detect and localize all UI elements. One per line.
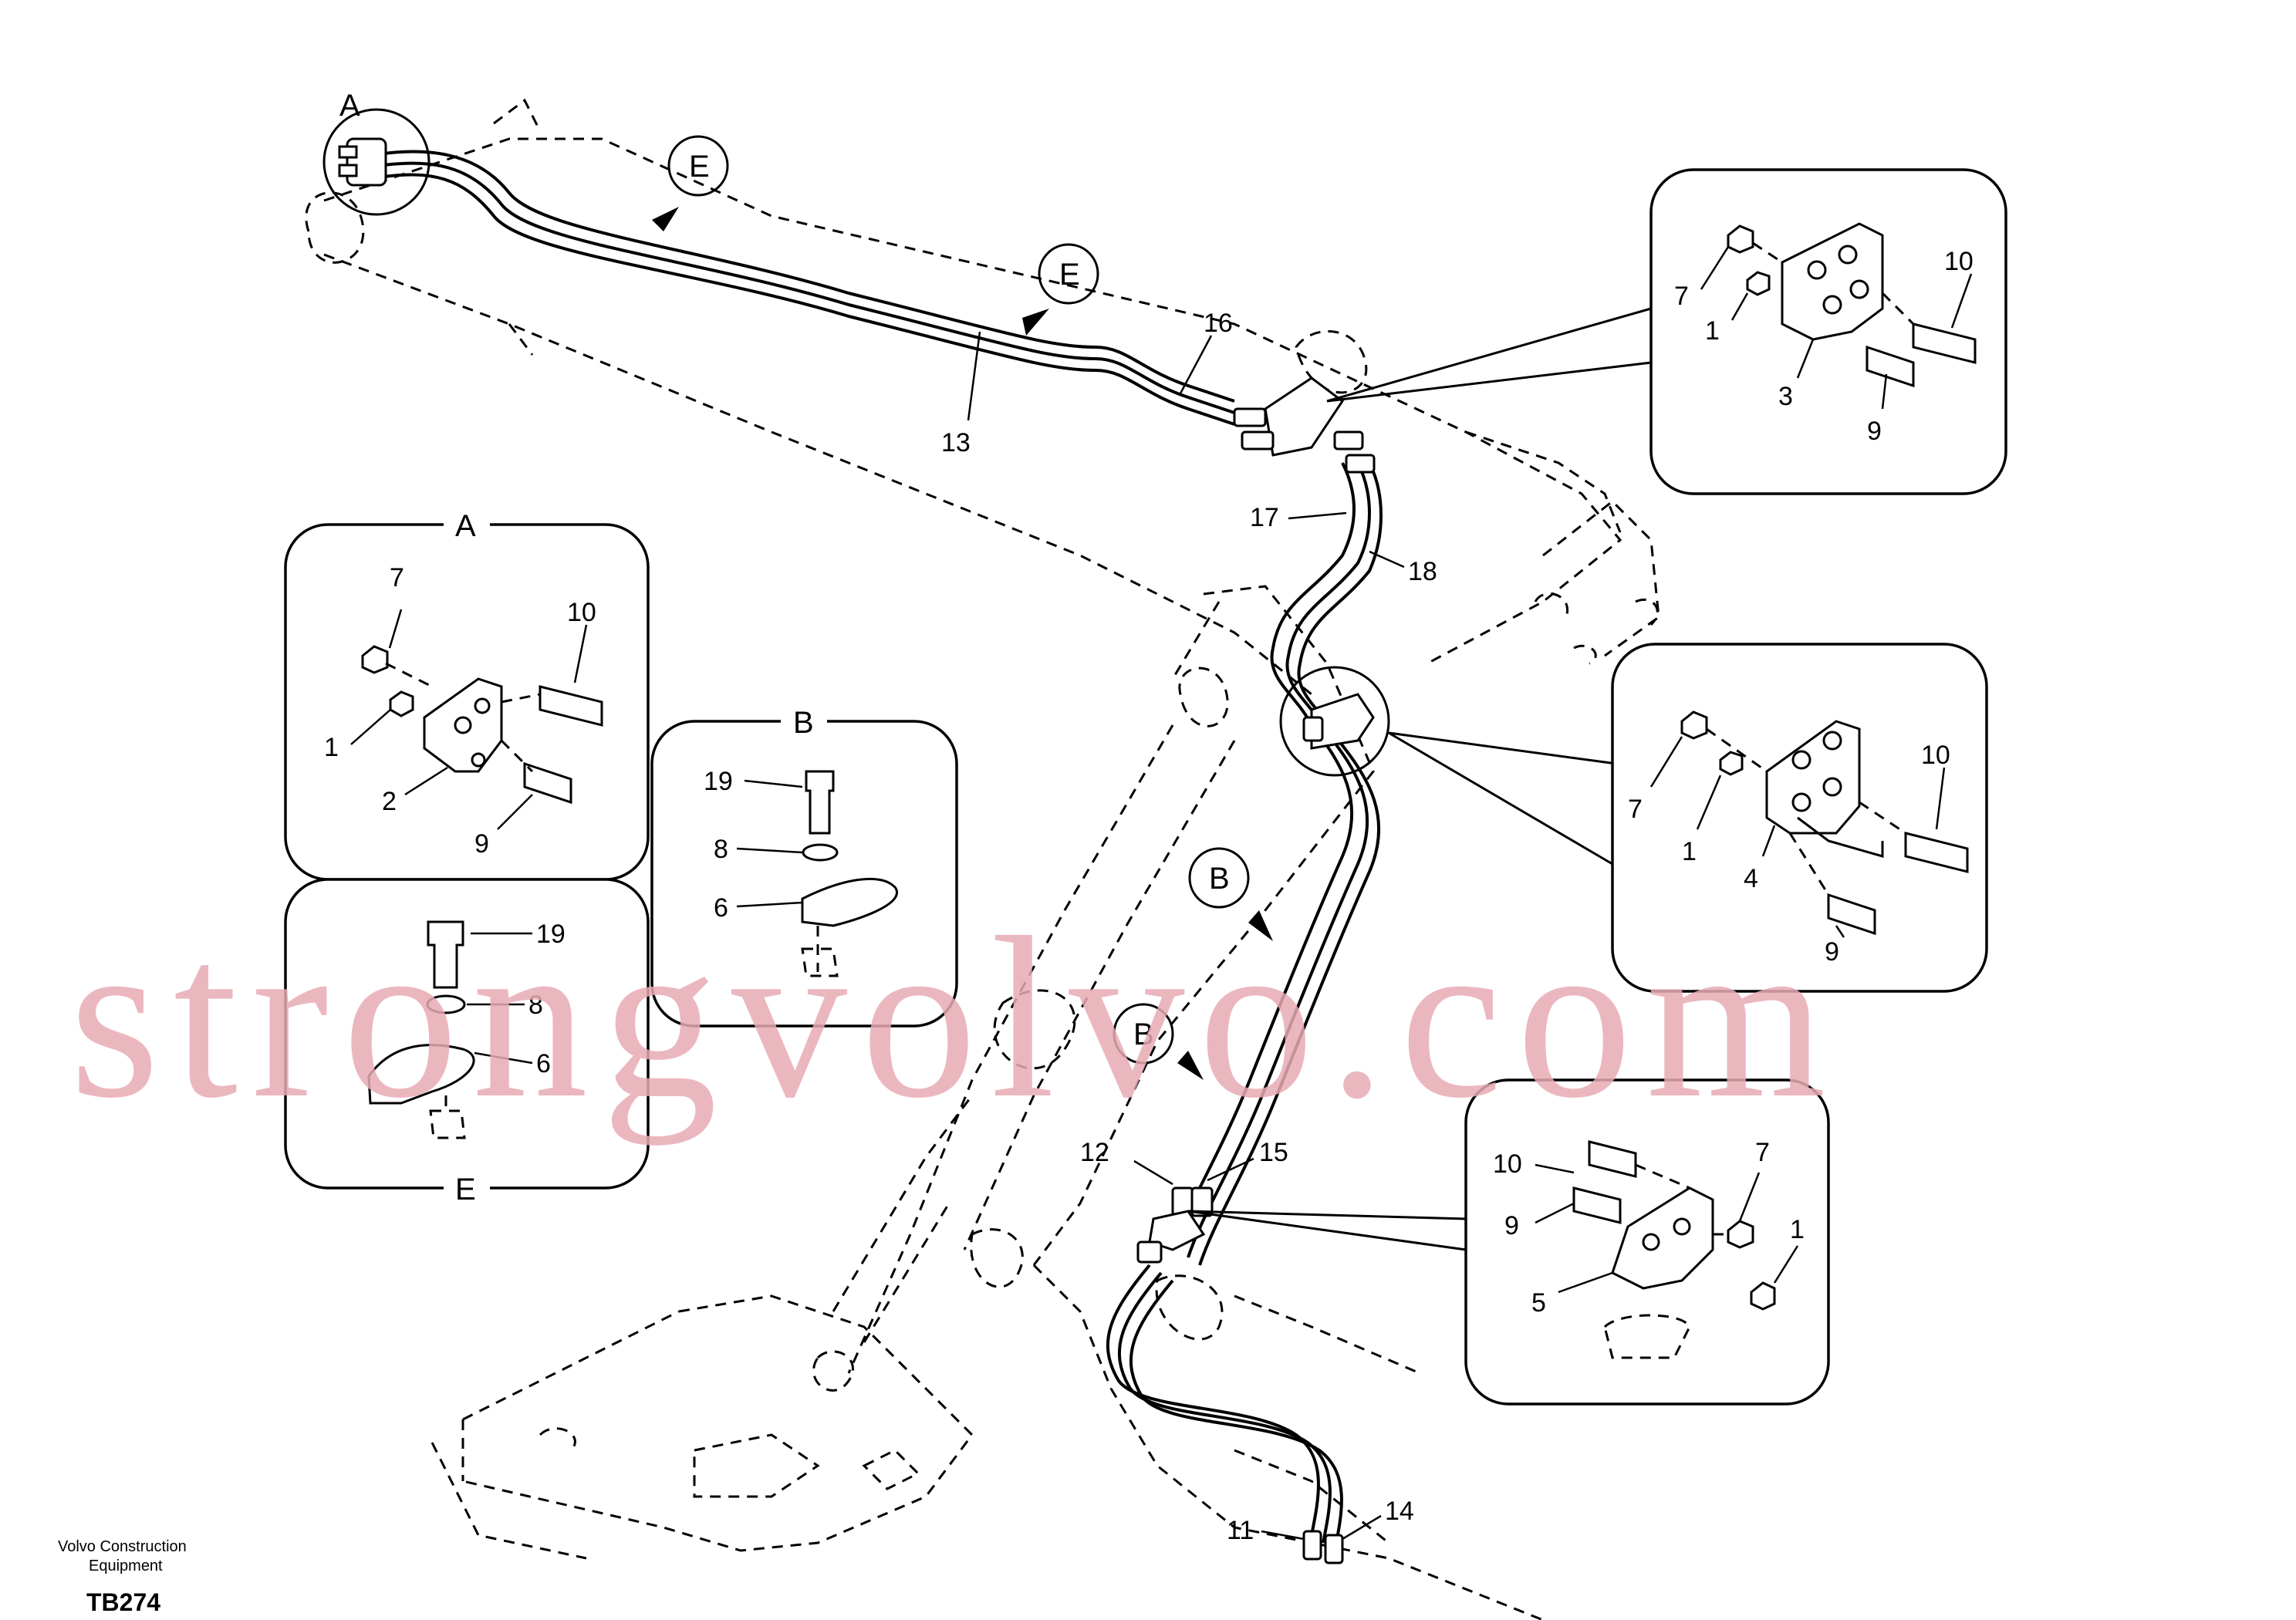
detail-b-header: B [793,706,814,740]
label-14: 14 [1385,1497,1414,1526]
detail-mid-right-box: 7 10 1 4 9 [1611,643,1988,993]
fittings-center [1233,376,1376,474]
detail-br-label-7: 7 [1755,1138,1770,1167]
callout-b2: B [1113,1003,1174,1065]
callout-b1: B [1188,847,1250,909]
detail-top-right-box: 7 10 1 3 9 [1649,168,2007,495]
detail-br-label-10: 10 [1493,1149,1522,1179]
callout-e1: E [667,135,729,197]
detail-a-label-2: 2 [382,787,397,816]
detail-b-box: B 19 8 6 [650,706,958,1028]
detail-pointers [1187,307,1652,1251]
detail-b-label-8: 8 [714,835,728,864]
svg-text:A: A [339,89,360,123]
detail-e-label-8: 8 [528,991,543,1020]
detail-a-label-7: 7 [390,563,404,592]
detail-tr-label-7: 7 [1674,282,1689,311]
label-16: 16 [1204,309,1233,338]
svg-text:B: B [1133,1018,1154,1051]
pointer-e1 [652,207,679,231]
detail-mr-label-9: 9 [1825,937,1839,967]
detail-a-header: A [455,509,476,543]
detail-a-box: A 7 10 1 2 9 [284,509,650,881]
detail-tr-label-1: 1 [1705,316,1720,346]
fittings-lower-arm [1136,1186,1214,1264]
label-17: 17 [1250,503,1279,532]
detail-e-label-6: 6 [536,1049,551,1078]
detail-a-label-9: 9 [474,829,489,859]
hose-lines [377,150,1383,1564]
watermark: strongvolvo.com [69,889,1840,1146]
label-11: 11 [1227,1516,1254,1545]
detail-bottom-right-box: 10 7 9 1 5 [1464,1078,1830,1406]
footer: Volvo Construction Equipment TB274 [58,1538,187,1616]
detail-br-label-5: 5 [1531,1288,1546,1318]
pointer-e2 [1022,309,1049,336]
main-labels: 16 13 17 18 12 15 11 14 [941,309,1437,1545]
detail-e-box: E 19 8 6 [284,878,650,1207]
detail-br-label-9: 9 [1504,1211,1519,1240]
fittings-a [322,108,430,216]
diagram-code: TB274 [86,1588,160,1616]
pointer-b2 [1177,1051,1204,1080]
fittings-arm [1279,666,1390,777]
callout-e2: E [1038,243,1099,305]
detail-tr-label-3: 3 [1778,382,1793,411]
label-12: 12 [1080,1138,1109,1167]
detail-b-label-6: 6 [714,893,728,923]
detail-e-header: E [455,1173,476,1207]
brand-line-2: Equipment [89,1558,163,1574]
callout-a: A [339,89,360,123]
detail-mr-label-10: 10 [1921,741,1950,770]
detail-a-label-1: 1 [324,733,339,762]
detail-tr-label-9: 9 [1867,417,1882,446]
svg-text:E: E [1059,258,1080,292]
detail-mr-label-7: 7 [1628,795,1643,824]
detail-e-label-19: 19 [536,920,566,949]
label-18: 18 [1408,557,1437,586]
detail-tr-label-10: 10 [1944,247,1974,276]
label-13: 13 [941,428,971,457]
svg-text:B: B [1209,862,1230,896]
detail-mr-label-1: 1 [1682,837,1697,866]
detail-mr-label-4: 4 [1744,864,1758,893]
detail-a-label-10: 10 [567,598,596,627]
svg-text:E: E [689,150,710,184]
detail-b-label-19: 19 [704,767,733,796]
brand-line-1: Volvo Construction [58,1538,187,1555]
pointer-b1 [1248,910,1273,941]
label-15: 15 [1259,1138,1288,1167]
detail-br-label-1: 1 [1790,1215,1805,1244]
boom-outline [305,98,1660,1620]
